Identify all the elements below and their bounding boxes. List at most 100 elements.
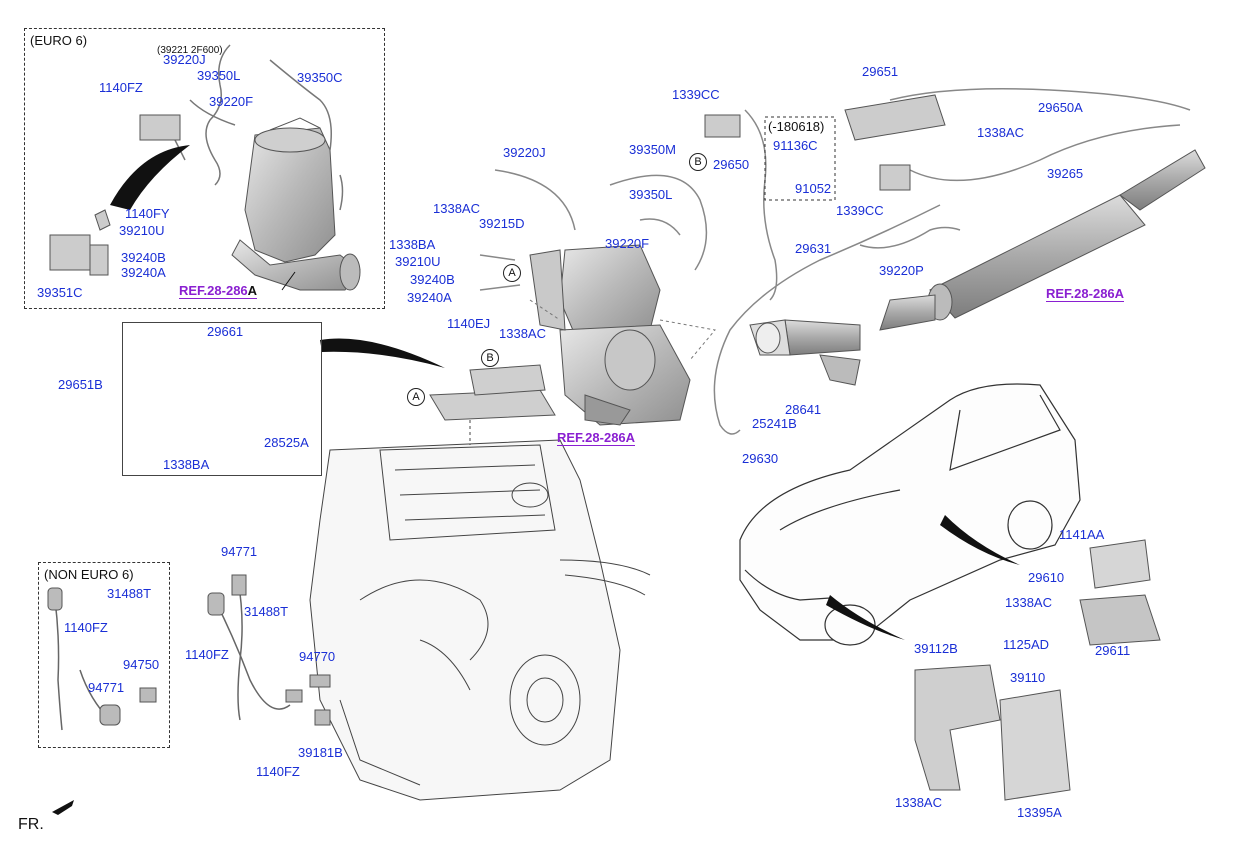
heat-shield-stack <box>429 364 556 421</box>
part-label-39350M[interactable]: 39350M <box>629 142 676 157</box>
small-note: (39221 2F600) <box>157 45 223 56</box>
part-label-1338BA-bottom[interactable]: 1338BA <box>163 457 210 472</box>
non-euro6-title: (NON EURO 6) <box>44 567 134 582</box>
part-label-25241B[interactable]: 25241B <box>752 416 797 431</box>
fr-arrow <box>52 800 74 815</box>
front-direction-label: FR. <box>18 816 44 833</box>
ecu-parts <box>914 539 1161 801</box>
part-label-39350L-top[interactable]: 39350L <box>197 68 241 83</box>
part-label-1140FZ-bottom[interactable]: 1140FZ <box>256 764 300 779</box>
marker-a-engine: A <box>407 388 425 406</box>
part-label-1339CC-top[interactable]: 1339CC <box>672 87 720 102</box>
marker-b-top: B <box>689 153 707 171</box>
exhaust-system <box>749 149 1206 386</box>
part-label-1339CC-mid[interactable]: 1339CC <box>836 203 884 218</box>
part-label-29650[interactable]: 29650 <box>713 157 750 172</box>
part-label-1338AC-bottom[interactable]: 1338AC <box>895 795 942 810</box>
sensor-parts <box>47 574 331 726</box>
date-range-box-outline <box>764 116 836 201</box>
euro6-pointer <box>110 145 190 210</box>
part-label-39215D[interactable]: 39215D <box>479 216 525 231</box>
part-label-1141AA[interactable]: 1141AA <box>1059 527 1105 542</box>
shield-pointer <box>320 338 445 368</box>
part-label-39181B[interactable]: 39181B <box>298 745 343 760</box>
marker-b-mid: B <box>481 349 499 367</box>
euro6-harness <box>149 44 344 211</box>
part-label-1338AC-mid[interactable]: 1338AC <box>433 201 480 216</box>
euro6-box <box>24 28 385 309</box>
part-label-29630[interactable]: 29630 <box>742 451 779 466</box>
part-label-1140FZ-mid[interactable]: 1140FZ <box>185 647 229 662</box>
part-label-39220F-top[interactable]: 39220F <box>209 94 254 109</box>
euro6-title: (EURO 6) <box>30 33 88 48</box>
ref-link-exhaust[interactable]: REF.28-286A <box>1046 286 1125 302</box>
part-label-1140EJ[interactable]: 1140EJ <box>447 316 491 331</box>
part-label-94750[interactable]: 94750 <box>123 657 160 672</box>
heat-shield-box <box>122 322 322 476</box>
part-label-1338AC-car[interactable]: 1338AC <box>1005 595 1052 610</box>
ref-suffix-text: A <box>247 283 258 298</box>
part-label-29651[interactable]: 29651 <box>862 64 899 79</box>
part-label-29610[interactable]: 29610 <box>1028 570 1065 585</box>
part-label-94770[interactable]: 94770 <box>299 649 336 664</box>
exhaust-harness <box>713 88 1191 435</box>
dpf-dashed <box>529 299 716 361</box>
part-label-39240A-mid[interactable]: 39240A <box>407 290 452 305</box>
car-pointer-1 <box>826 595 905 640</box>
part-label-91052[interactable]: 91052 <box>795 181 832 196</box>
part-label-13395A[interactable]: 13395A <box>1017 805 1062 820</box>
part-label-39110[interactable]: 39110 <box>1010 670 1046 685</box>
part-label-39220P[interactable]: 39220P <box>879 263 924 278</box>
part-label-29661[interactable]: 29661 <box>207 324 244 339</box>
part-label-39240B-mid[interactable]: 39240B <box>410 272 455 287</box>
part-label-29651B[interactable]: 29651B <box>58 377 103 392</box>
part-label-39350C[interactable]: 39350C <box>297 70 343 85</box>
part-label-28641[interactable]: 28641 <box>785 402 822 417</box>
part-label-39220J-top[interactable]: 39220J <box>163 52 206 67</box>
part-label-94771-mid[interactable]: 94771 <box>221 544 258 559</box>
sensor-bracket-top <box>704 94 946 191</box>
marker-a-mid: A <box>503 264 521 282</box>
part-label-1140FY[interactable]: 1140FY <box>125 206 170 221</box>
ref-link-dpf[interactable]: REF.28-286A <box>557 430 636 446</box>
part-label-39350L-mid[interactable]: 39350L <box>629 187 673 202</box>
part-label-39265[interactable]: 39265 <box>1047 166 1084 181</box>
euro6-bracket <box>49 114 181 276</box>
part-label-31488T-mid[interactable]: 31488T <box>244 604 289 619</box>
part-label-1338AC-topright[interactable]: 1338AC <box>977 125 1024 140</box>
part-label-28525A[interactable]: 28525A <box>264 435 309 450</box>
ref-main-text: REF.28-286 <box>179 283 248 298</box>
car-pointer-2 <box>940 515 1020 565</box>
part-label-29650A[interactable]: 29650A <box>1038 100 1083 115</box>
ref-link-euro6[interactable]: REF.28-286A <box>179 283 258 299</box>
part-label-39210U-top[interactable]: 39210U <box>119 223 165 238</box>
part-label-91136C[interactable]: 91136C <box>773 138 818 153</box>
part-label-94771-left[interactable]: 94771 <box>88 680 125 695</box>
part-label-29611[interactable]: 29611 <box>1095 643 1131 658</box>
knock-sensor-harness <box>54 579 291 731</box>
part-label-39240A-top[interactable]: 39240A <box>121 265 166 280</box>
part-label-39220F-mid[interactable]: 39220F <box>605 236 650 251</box>
part-label-1338AC-shield[interactable]: 1338AC <box>499 326 546 341</box>
part-label-29631[interactable]: 29631 <box>795 241 832 256</box>
dpf-harness <box>479 169 708 291</box>
dpf-assembly <box>529 244 691 426</box>
part-label-1338BA-mid[interactable]: 1338BA <box>389 237 436 252</box>
non-euro6-box <box>38 562 170 748</box>
part-label-1140FZ-left[interactable]: 1140FZ <box>64 620 108 635</box>
euro6-converter <box>231 117 361 291</box>
date-range-title: (-180618) <box>768 119 825 134</box>
part-label-1140FZ-top[interactable]: 1140FZ <box>99 80 143 95</box>
part-label-39210U-mid[interactable]: 39210U <box>395 254 441 269</box>
part-label-39220J-mid[interactable]: 39220J <box>503 145 546 160</box>
part-label-1125AD[interactable]: 1125AD <box>1003 637 1050 652</box>
part-label-39240B-top[interactable]: 39240B <box>121 250 166 265</box>
part-label-39351C[interactable]: 39351C <box>37 285 83 300</box>
engine-block <box>309 420 651 801</box>
part-label-39112B[interactable]: 39112B <box>914 641 958 656</box>
vehicle-outline <box>739 383 1081 646</box>
part-label-31488T-left[interactable]: 31488T <box>107 586 152 601</box>
euro6-ref-arrow <box>281 271 296 291</box>
